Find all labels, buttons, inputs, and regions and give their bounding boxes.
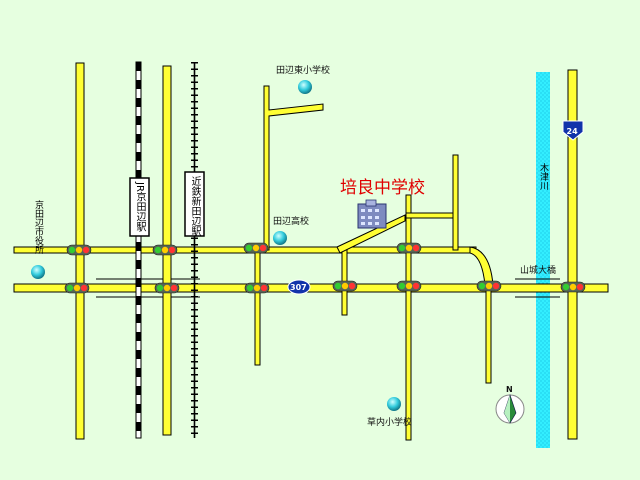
road-east-short <box>452 154 459 251</box>
traffic-light-icon <box>396 280 422 292</box>
road-center <box>341 244 348 316</box>
kusauchi-es-label: 草内小学校 <box>367 416 412 428</box>
traffic-light-icon <box>244 282 270 294</box>
traffic-light-icon <box>476 280 502 292</box>
kusauchi-es-marker-icon[interactable] <box>387 397 401 411</box>
route-24-shield: 24 <box>562 120 584 141</box>
svg-text:307: 307 <box>290 283 307 292</box>
road-school-spur <box>405 212 456 219</box>
route-307-marker: 307 <box>287 279 311 295</box>
kintetsu-railway <box>191 62 198 438</box>
jr-station-label[interactable]: JR京田辺駅 <box>129 177 150 237</box>
school-building-icon[interactable] <box>357 199 387 229</box>
traffic-light-icon <box>243 242 269 254</box>
traffic-light-icon <box>332 280 358 292</box>
road-upper-curve <box>469 246 494 286</box>
svg-text:24: 24 <box>567 127 579 136</box>
svg-text:近鉄新田辺駅: 近鉄新田辺駅 <box>189 175 201 237</box>
route-307 <box>13 283 609 293</box>
city-hall-marker-icon[interactable] <box>31 265 45 279</box>
bridge-label: 山城大橋 <box>520 264 556 276</box>
kizu-river <box>536 72 550 448</box>
traffic-light-icon <box>152 244 178 256</box>
road-bridge-south <box>485 287 492 384</box>
kintetsu-station-label[interactable]: 近鉄新田辺駅 <box>184 171 205 237</box>
tanabe-higashi-es-label: 田辺東小学校 <box>276 64 330 76</box>
traffic-light-icon <box>66 244 92 256</box>
svg-text:JR京田辺駅: JR京田辺駅 <box>134 181 146 233</box>
map-title: 培良中学校 <box>340 178 425 198</box>
city-hall-label: 京田辺市役所 <box>33 199 44 255</box>
tanabe-hs-marker-icon[interactable] <box>273 231 287 245</box>
traffic-light-icon <box>154 282 180 294</box>
river-label: 木津川 <box>538 162 549 190</box>
jr-railway <box>135 61 142 439</box>
road-tanabe-hs <box>254 244 261 366</box>
traffic-light-icon <box>560 281 586 293</box>
compass-icon: N <box>495 385 525 424</box>
svg-text:N: N <box>506 385 513 394</box>
tanabe-higashi-es-marker-icon[interactable] <box>298 80 312 94</box>
road-kusauchi <box>405 194 412 441</box>
route-24 <box>567 69 578 440</box>
tanabe-hs-label: 田辺高校 <box>273 215 309 227</box>
traffic-light-icon <box>64 282 90 294</box>
traffic-light-icon <box>396 242 422 254</box>
traffic-signals <box>64 242 586 294</box>
